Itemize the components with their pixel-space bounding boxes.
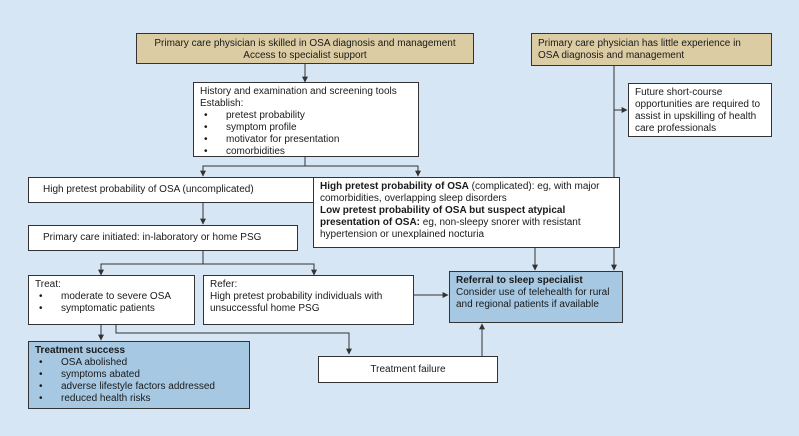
primary-care-box: Primary care initiated: in-laboratory or… — [28, 225, 298, 251]
complicated-bold-1: High pretest probability of OSA — [320, 181, 469, 192]
success-title: Treatment success — [35, 345, 126, 356]
failure-box: Treatment failure — [318, 356, 498, 383]
list-item: pretest probability — [200, 110, 412, 122]
list-item: adverse lifestyle factors addressed — [35, 381, 243, 393]
list-item: symptoms abated — [35, 369, 243, 381]
refer-title: Refer: — [210, 279, 238, 290]
arrow-primary-split — [98, 251, 204, 276]
primary-care-text: Primary care initiated: in-laboratory or… — [43, 232, 262, 243]
referral-title: Referral to sleep specialist — [456, 275, 583, 286]
referral-box: Referral to sleep specialist Consider us… — [449, 271, 623, 323]
list-item: OSA abolished — [35, 357, 243, 369]
history-title: History and examination and screening to… — [200, 86, 397, 97]
history-list: pretest probability symptom profile moti… — [200, 110, 412, 158]
complicated-box: High pretest probability of OSA (complic… — [313, 177, 620, 248]
future-text: Future short-course opportunities are re… — [635, 87, 761, 134]
failure-text: Treatment failure — [370, 364, 446, 375]
list-item: symptom profile — [200, 122, 412, 134]
skilled-line-1: Primary care physician is skilled in OSA… — [154, 38, 456, 49]
treat-box: Treat: moderate to severe OSA symptomati… — [28, 275, 195, 325]
little-exp-line-1: Primary care physician has little experi… — [538, 38, 741, 49]
list-item: comorbidities — [200, 146, 412, 158]
skilled-line-2: Access to specialist support — [243, 50, 367, 61]
list-item: moderate to severe OSA — [35, 291, 188, 303]
complicated-rest-2: eg, non-sleepy snorer with resistant hyp… — [320, 217, 581, 240]
complicated-rest-1: (complicated): eg, with major comorbidit… — [320, 181, 600, 204]
list-item: motivator for presentation — [200, 134, 412, 146]
treat-title: Treat: — [35, 279, 61, 290]
high-uncomplicated-text: High pretest probability of OSA (uncompl… — [43, 184, 254, 195]
success-box: Treatment success OSA abolished symptoms… — [28, 341, 250, 409]
arrow-primary-to-refer — [203, 263, 317, 276]
complicated-bold-2: Low pretest probability of OSA but suspe… — [320, 205, 566, 228]
treat-list: moderate to severe OSA symptomatic patie… — [35, 291, 188, 315]
arrow-history-split — [200, 157, 306, 177]
future-box: Future short-course opportunities are re… — [628, 83, 772, 137]
list-item: symptomatic patients — [35, 303, 188, 315]
refer-box: Refer: High pretest probability individu… — [203, 275, 414, 325]
history-box: History and examination and screening to… — [193, 82, 419, 158]
arrow-history-to-complicated — [305, 165, 421, 177]
little-exp-line-2: OSA diagnosis and management — [538, 50, 685, 61]
referral-text: Consider use of telehealth for rural and… — [456, 287, 610, 310]
complicated-para-1: High pretest probability of OSA (complic… — [320, 181, 613, 205]
refer-text: High pretest probability individuals wit… — [210, 291, 383, 314]
history-subtitle: Establish: — [200, 98, 244, 109]
skilled-physician-box: Primary care physician is skilled in OSA… — [136, 33, 474, 64]
success-list: OSA abolished symptoms abated adverse li… — [35, 357, 243, 405]
little-experience-box: Primary care physician has little experi… — [531, 33, 772, 66]
list-item: reduced health risks — [35, 393, 243, 405]
complicated-para-2: Low pretest probability of OSA but suspe… — [320, 205, 613, 241]
